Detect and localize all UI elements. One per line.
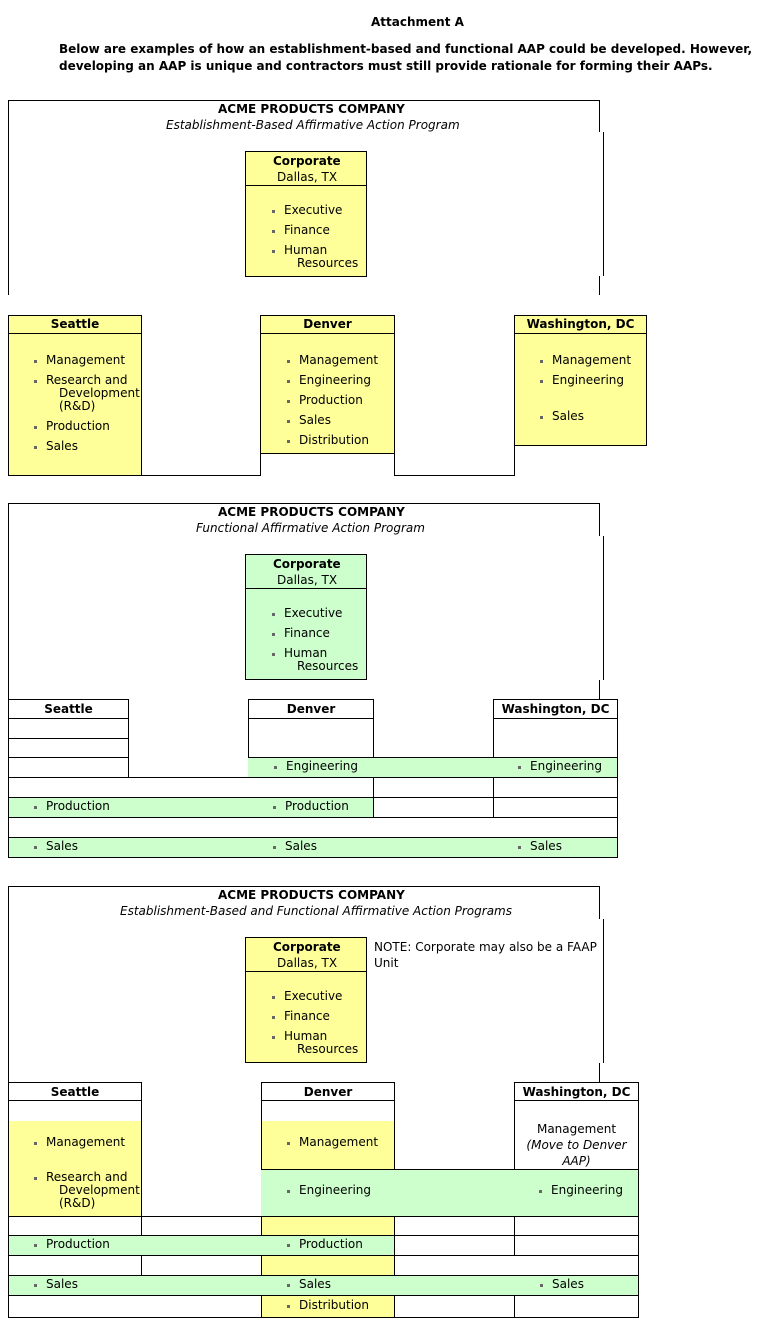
engineering-band (248, 757, 618, 777)
list-item: Research and (33, 1170, 128, 1184)
list-item: Finance (272, 223, 330, 237)
list-item: Sales (273, 839, 317, 853)
list-item: Engineering (287, 1183, 371, 1197)
denver-title: Denver (303, 1085, 353, 1099)
company-name: ACME PRODUCTS COMPANY (218, 505, 405, 519)
list-item-continuation: Development (59, 386, 140, 400)
seattle-title: Seattle (50, 1085, 100, 1099)
company-name: ACME PRODUCTS COMPANY (218, 102, 405, 116)
seattle-box (8, 315, 142, 476)
corporate-location: Dallas, TX (277, 170, 338, 184)
washington-title: Washington, DC (501, 702, 610, 716)
sales-band (8, 837, 618, 858)
note-line-2: Unit (374, 956, 399, 970)
denver-box (260, 315, 395, 454)
seattle-mgmt-rd-fill (8, 1121, 141, 1216)
washington-mgmt-note: (Move to Denver (526, 1138, 627, 1152)
corporate-title: Corporate (273, 940, 341, 954)
list-item: Management (286, 1135, 379, 1149)
sales-band (8, 1275, 638, 1296)
list-item: Production (287, 393, 363, 407)
washington-title: Washington, DC (522, 1085, 631, 1099)
denver-title: Denver (286, 702, 336, 716)
list-item: Engineering (539, 1183, 623, 1197)
list-item-continuation: Resources (297, 1042, 359, 1056)
list-item: Executive (271, 203, 343, 217)
corporate-box (245, 151, 367, 277)
engineering-band (261, 1169, 638, 1216)
list-item: Engineering (540, 373, 624, 387)
washington-box (514, 315, 647, 446)
list-item: Sales (518, 839, 562, 853)
list-item-continuation: Resources (297, 659, 359, 673)
company-name: ACME PRODUCTS COMPANY (218, 888, 405, 902)
seattle-title: Seattle (50, 317, 100, 331)
denver-fill (261, 1256, 394, 1275)
seattle-title: Seattle (44, 702, 93, 716)
washington-title: Washington, DC (526, 317, 635, 331)
list-item-continuation: (R&D) (59, 1196, 96, 1210)
corporate-title: Corporate (273, 154, 341, 168)
production-band (8, 797, 373, 818)
corporate-location: Dallas, TX (277, 956, 338, 970)
washington-mgmt-note: Management (536, 1122, 617, 1136)
list-item: Management (539, 353, 632, 367)
intro-line-2: developing an AAP is unique and contract… (59, 59, 713, 73)
list-item-continuation: (R&D) (59, 399, 96, 413)
corporate-location: Dallas, TX (277, 573, 338, 587)
list-item: Production (34, 799, 110, 813)
list-item: Production (34, 1237, 110, 1251)
list-item: Distribution (286, 433, 370, 447)
list-item-continuation: Development (59, 1183, 140, 1197)
list-item: Human (271, 646, 328, 660)
list-item: Production (287, 1237, 363, 1251)
list-item: Production (273, 799, 349, 813)
chart-subtitle: Establishment-Based and Functional Affir… (120, 904, 512, 918)
list-item: Executive (271, 989, 343, 1003)
distribution-fill (261, 1296, 394, 1317)
list-item: Sales (287, 1277, 331, 1291)
list-item: Production (34, 419, 110, 433)
list-item: Finance (272, 626, 330, 640)
list-item: Engineering (287, 373, 371, 387)
page-title: Attachment A (371, 15, 464, 29)
note-line-1: NOTE: Corporate may also be a FAAP (374, 940, 597, 954)
list-item-continuation: Resources (297, 256, 359, 270)
chart-subtitle: Functional Affirmative Action Program (196, 521, 425, 535)
list-item: Research and (33, 373, 128, 387)
list-item: Sales (540, 1277, 584, 1291)
list-item: Human (271, 243, 328, 257)
corporate-title: Corporate (273, 557, 341, 571)
list-item: Sales (287, 413, 331, 427)
production-band (8, 1235, 394, 1256)
denver-fill (261, 1216, 394, 1235)
list-item: Management (33, 353, 126, 367)
list-item: Engineering (518, 759, 602, 773)
list-item: Executive (271, 606, 343, 620)
chart-subtitle: Establishment-Based Affirmative Action P… (166, 118, 460, 132)
list-item: Sales (34, 1277, 78, 1291)
list-item: Engineering (274, 759, 358, 773)
list-item: Sales (540, 409, 584, 423)
corporate-box (245, 554, 367, 680)
corporate-box (245, 937, 367, 1063)
list-item: Management (33, 1135, 126, 1149)
intro-line-1: Below are examples of how an establishme… (59, 42, 753, 56)
denver-title: Denver (303, 317, 352, 331)
list-item: Distribution (286, 1298, 370, 1312)
denver-mgmt-fill (261, 1121, 394, 1169)
list-item: Human (271, 1029, 328, 1043)
washington-mgmt-note: AAP) (562, 1154, 591, 1168)
list-item: Sales (34, 439, 78, 453)
list-item: Finance (272, 1009, 330, 1023)
list-item: Management (286, 353, 379, 367)
list-item: Sales (34, 839, 78, 853)
